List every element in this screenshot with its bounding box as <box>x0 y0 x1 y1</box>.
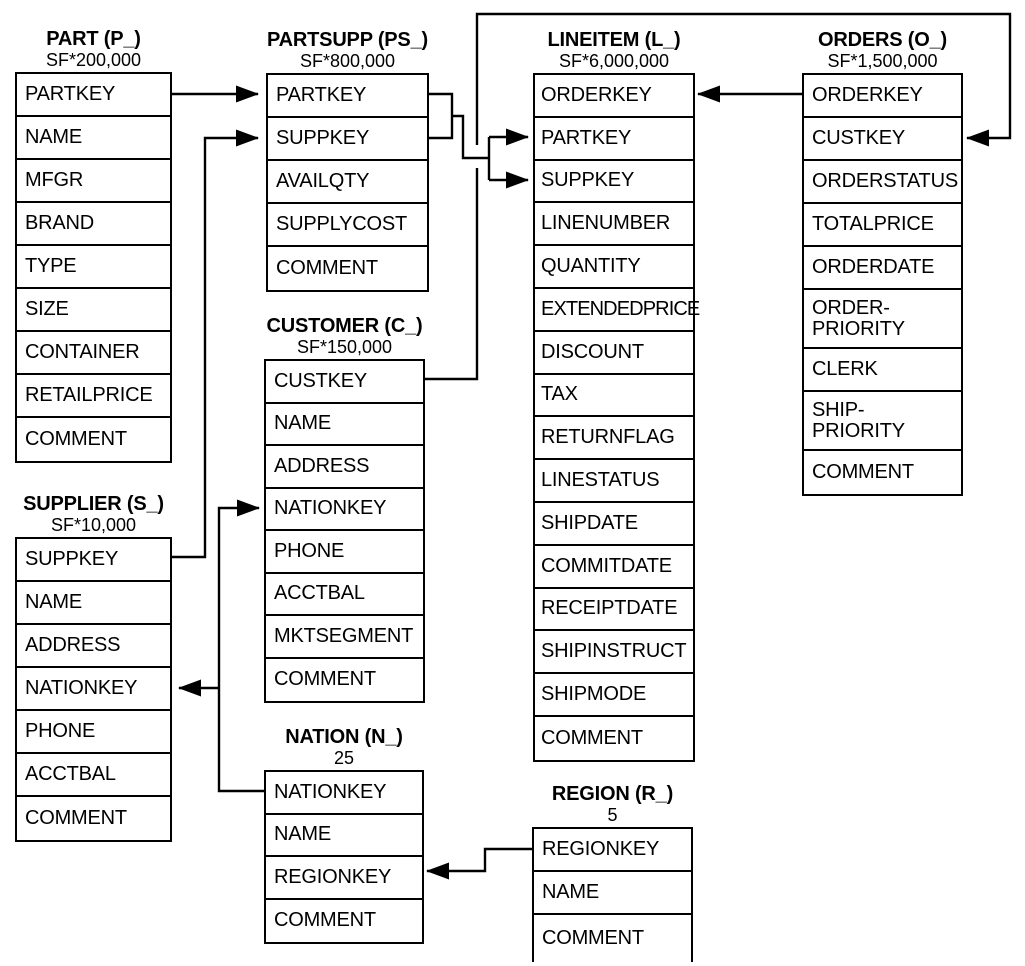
field-row: DISCOUNT <box>535 332 693 375</box>
field-row: COMMITDATE <box>535 546 693 589</box>
table-title: CUSTOMER (C_) <box>266 315 423 337</box>
table-cardinality: SF*150,000 <box>296 337 393 357</box>
field-row: ORDER- PRIORITY <box>804 290 961 349</box>
field-row: LINESTATUS <box>535 460 693 503</box>
field-row: REGIONKEY <box>534 829 691 872</box>
field-row: EXTENDEDPRICE <box>535 289 700 332</box>
field-row: ACCTBAL <box>17 754 170 797</box>
field-row: RETAILPRICE <box>17 375 170 418</box>
field-row: CUSTKEY <box>804 118 961 161</box>
field-row: RECEIPTDATE <box>535 589 693 632</box>
field-row: SHIPDATE <box>535 503 693 546</box>
field-row: COMMENT <box>542 927 644 949</box>
field-row: ORDERSTATUS <box>804 161 961 204</box>
field-row: PARTKEY <box>17 74 170 117</box>
table-orders: ORDERS (O_) SF*1,500,000 ORDERKEY CUSTKE… <box>802 29 963 496</box>
fk-region-nation-regionkey <box>426 847 532 880</box>
table-title: ORDERS (O_) <box>818 29 947 51</box>
field-row: ORDERKEY <box>535 75 693 118</box>
field-row: COMMENT <box>812 461 914 483</box>
table-title: PART (P_) <box>46 28 141 50</box>
fk-nation-customer-nationkey <box>217 499 264 793</box>
table-title: SUPPLIER (S_) <box>23 493 164 515</box>
field-row: PARTKEY <box>268 75 427 118</box>
table-fields: SUPPKEY NAME ADDRESS NATIONKEY PHONE ACC… <box>15 537 172 842</box>
field-row: NAME <box>17 582 170 625</box>
field-row: CLERK <box>804 349 961 392</box>
fk-supplier-partsupp-suppkey <box>172 129 259 559</box>
field-row: NAME <box>17 117 170 160</box>
field-row: COMMENT <box>274 909 376 932</box>
field-row: NATIONKEY <box>266 772 422 815</box>
table-lineitem: LINEITEM (L_) SF*6,000,000 ORDERKEY PART… <box>533 29 700 762</box>
field-row: PHONE <box>17 711 170 754</box>
field-row: LINENUMBER <box>535 203 693 247</box>
table-nation: NATION (N_) 25 NATIONKEY NAME REGIONKEY … <box>264 726 424 944</box>
field-row: SUPPLYCOST <box>268 204 427 247</box>
table-cardinality: SF*200,000 <box>45 50 142 70</box>
field-row: COMMENT <box>276 257 378 279</box>
field-row: MKTSEGMENT <box>266 616 423 659</box>
table-cardinality: SF*800,000 <box>299 51 396 71</box>
partsupp-bracket <box>429 92 454 140</box>
field-row: NAME <box>266 404 423 446</box>
field-row: ADDRESS <box>17 625 170 668</box>
field-row: AVAILQTY <box>268 161 427 204</box>
field-row: MFGR <box>17 160 170 203</box>
partsupp-lineitem-link <box>452 114 489 160</box>
table-cardinality: SF*6,000,000 <box>558 51 670 71</box>
field-row: COMMENT <box>274 668 376 691</box>
table-fields: REGIONKEY NAME COMMENT <box>532 827 693 962</box>
table-title: PARTSUPP (PS_) <box>267 29 428 51</box>
field-row: TOTALPRICE <box>804 204 961 247</box>
field-row: REGIONKEY <box>266 857 422 900</box>
field-row: CONTAINER <box>17 332 170 375</box>
table-cardinality: SF*10,000 <box>50 515 137 535</box>
field-row: ORDERKEY <box>804 75 961 118</box>
table-part: PART (P_) SF*200,000 PARTKEY NAME MFGR B… <box>15 28 172 463</box>
field-row: SIZE <box>17 289 170 332</box>
field-row: PHONE <box>266 531 423 574</box>
table-customer: CUSTOMER (C_) SF*150,000 CUSTKEY NAME AD… <box>264 315 425 703</box>
field-row: ORDERDATE <box>804 247 961 290</box>
field-row: COMMENT <box>25 428 127 450</box>
field-row: PARTKEY <box>535 118 693 161</box>
field-row: SHIPMODE <box>535 674 693 717</box>
field-row: ACCTBAL <box>266 574 423 616</box>
table-supplier: SUPPLIER (S_) SF*10,000 SUPPKEY NAME ADD… <box>15 493 172 842</box>
table-region: REGION (R_) 5 REGIONKEY NAME COMMENT <box>532 783 693 962</box>
table-fields: PARTKEY SUPPKEY AVAILQTY SUPPLYCOST COMM… <box>266 73 429 292</box>
table-fields: NATIONKEY NAME REGIONKEY COMMENT <box>264 770 424 944</box>
field-row: SUPPKEY <box>535 161 693 204</box>
table-cardinality: 5 <box>607 805 618 825</box>
field-row: SUPPKEY <box>17 539 170 582</box>
field-row: NATIONKEY <box>266 489 423 531</box>
field-row: QUANTITY <box>535 246 693 289</box>
table-title: REGION (R_) <box>551 783 674 805</box>
field-row: SUPPKEY <box>268 118 427 161</box>
field-row: NATIONKEY <box>17 668 170 711</box>
field-row: CUSTKEY <box>266 361 423 404</box>
field-row: ADDRESS <box>266 446 423 489</box>
table-fields: PARTKEY NAME MFGR BRAND TYPE SIZE CONTAI… <box>15 72 172 463</box>
table-fields: ORDERKEY CUSTKEY ORDERSTATUS TOTALPRICE … <box>802 73 963 496</box>
field-row: SHIPINSTRUCT <box>535 631 693 675</box>
field-row: TYPE <box>17 246 170 289</box>
table-fields: CUSTKEY NAME ADDRESS NATIONKEY PHONE ACC… <box>264 359 425 703</box>
field-row: RETURNFLAG <box>535 417 693 461</box>
table-fields: ORDERKEY PARTKEY SUPPKEY LINENUMBER QUAN… <box>533 73 700 762</box>
table-title: NATION (N_) <box>285 726 403 748</box>
field-row: COMMENT <box>25 807 127 829</box>
table-cardinality: SF*1,500,000 <box>827 51 938 71</box>
field-row: NAME <box>534 872 691 915</box>
field-row: TAX <box>535 375 693 418</box>
field-row: NAME <box>266 815 422 857</box>
table-title: LINEITEM (L_) <box>547 29 681 51</box>
field-row: SHIP- PRIORITY <box>804 392 961 451</box>
table-cardinality: 25 <box>333 748 355 768</box>
field-row: COMMENT <box>541 726 643 749</box>
table-partsupp: PARTSUPP (PS_) SF*800,000 PARTKEY SUPPKE… <box>266 29 429 292</box>
field-row: BRAND <box>17 203 170 246</box>
